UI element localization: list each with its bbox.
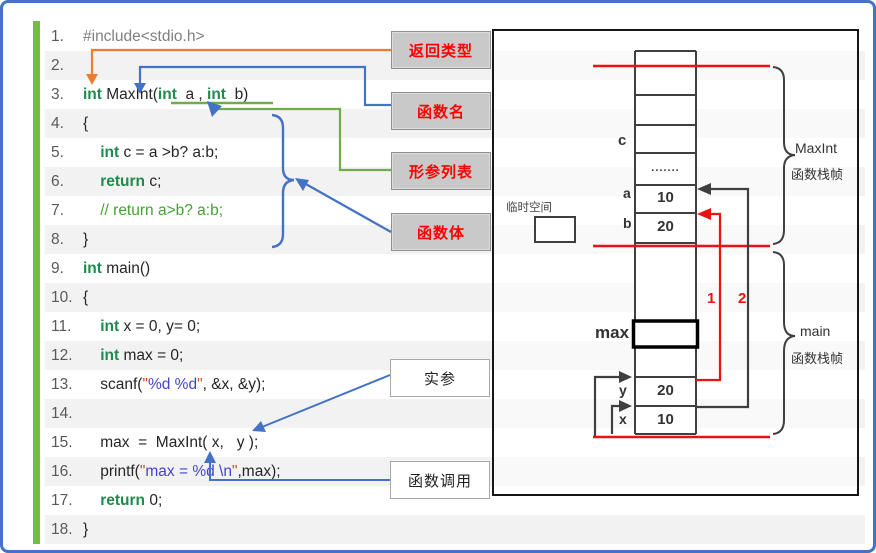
line-number: 5. [51, 144, 64, 161]
code-line: 8.} [51, 225, 281, 254]
line-number: 14. [51, 405, 73, 422]
callout-function-body-label: 函数体 [416, 224, 465, 242]
cell-value-x: 10 [657, 411, 674, 428]
code-line: 16. printf("max = %d \n",max); [51, 457, 281, 486]
code-line: 6. return c; [51, 167, 281, 196]
var-label-b: b [623, 215, 632, 231]
step-label-2: 2 [738, 290, 747, 307]
code-text: int MaxInt(int a , int b) [83, 86, 249, 103]
main-frame-label-line1: main [800, 323, 831, 339]
callout-function-name: 函数名 [391, 92, 491, 130]
code-line: 3. int MaxInt(int a , int b) [51, 80, 281, 109]
callout-return-type-label: 返回类型 [408, 42, 473, 60]
var-label-max: max [595, 323, 630, 342]
stack-column-background [635, 51, 696, 434]
code-text: scanf("%d %d", &x, &y); [83, 376, 266, 393]
code-line: 4. { [51, 109, 281, 138]
code-line: 1. #include<stdio.h> [51, 22, 281, 51]
step-label-1: 1 [707, 290, 716, 307]
line-number: 17. [51, 492, 73, 509]
line-number: 18. [51, 521, 73, 538]
code-text: printf("max = %d \n",max); [83, 463, 281, 480]
code-line: 5. int c = a >b? a:b; [51, 138, 281, 167]
callout-function-name-label: 函数名 [416, 103, 465, 121]
line-number: 1. [51, 28, 64, 45]
code-line: 11. int x = 0, y= 0; [51, 312, 281, 341]
line-number: 8. [51, 231, 64, 248]
line-number: 16. [51, 463, 73, 480]
code-line: 15. max = MaxInt( x, y ); [51, 428, 281, 457]
line-number: 13. [51, 376, 73, 393]
callout-function-body: 函数体 [391, 213, 491, 251]
code-line: 14. [51, 399, 281, 428]
code-text: int c = a >b? a:b; [100, 144, 219, 161]
code-text: { [83, 289, 89, 306]
main-frame-label-line2: 函数栈帧 [791, 351, 844, 366]
code-text: return 0; [100, 492, 163, 509]
var-label-y: y [619, 382, 627, 398]
code-line: 2. [51, 51, 281, 80]
maxint-frame-label-line1: MaxInt [795, 140, 838, 156]
line-number: 4. [51, 115, 64, 132]
code-line: 9. int main() [51, 254, 281, 283]
code-line: 13. scanf("%d %d", &x, &y); [51, 370, 281, 399]
cell-value-y: 20 [657, 382, 674, 399]
var-label-x: x [619, 411, 627, 427]
line-number: 6. [51, 173, 64, 190]
code-line: 18.} [51, 515, 281, 544]
maxint-frame-label-line2: 函数栈帧 [791, 167, 844, 182]
line-number: 9. [51, 260, 64, 277]
code-text: { [83, 115, 89, 132]
callout-param-list: 形参列表 [391, 152, 491, 190]
line-number: 7. [51, 202, 64, 219]
callout-param-list-label: 形参列表 [408, 163, 473, 181]
callout-function-call: 函数调用 [390, 461, 490, 499]
code-text: // return a>b? a:b; [100, 202, 224, 219]
line-number: 2. [51, 57, 64, 74]
var-label-c: c [618, 132, 627, 149]
callout-actual-args: 实参 [390, 359, 490, 397]
callout-actual-args-label: 实参 [423, 370, 456, 388]
code-text: } [83, 521, 89, 538]
left-accent-bar [33, 21, 40, 544]
var-label-a: a [623, 185, 631, 201]
code-line: 7. // return a>b? a:b; [51, 196, 281, 225]
code-line: 12. int max = 0; [51, 341, 281, 370]
line-number: 15. [51, 434, 73, 451]
code-text: int x = 0, y= 0; [100, 318, 201, 335]
cell-value-a: 10 [657, 189, 674, 206]
code-text: #include<stdio.h> [83, 28, 205, 45]
code-text: int main() [83, 260, 151, 277]
code-text: return c; [100, 173, 162, 190]
code-text: max = MaxInt( x, y ); [83, 434, 259, 451]
line-number: 12. [51, 347, 73, 364]
code-listing: 1. #include<stdio.h> 2. 3. int MaxInt(int a … [51, 22, 281, 544]
cell-dots: ....... [651, 162, 680, 174]
code-line: 10. { [51, 283, 281, 312]
line-number: 11. [51, 318, 72, 335]
callout-function-call-label: 函数调用 [407, 472, 472, 490]
temp-space-label: 临时空间 [506, 202, 552, 214]
cell-value-b: 20 [657, 218, 674, 235]
code-line: 17. return 0; [51, 486, 281, 515]
code-text: } [83, 231, 89, 248]
callout-return-type: 返回类型 [391, 31, 491, 69]
line-number: 10. [51, 289, 73, 306]
line-number: 3. [51, 86, 64, 103]
code-text: int max = 0; [100, 347, 184, 364]
